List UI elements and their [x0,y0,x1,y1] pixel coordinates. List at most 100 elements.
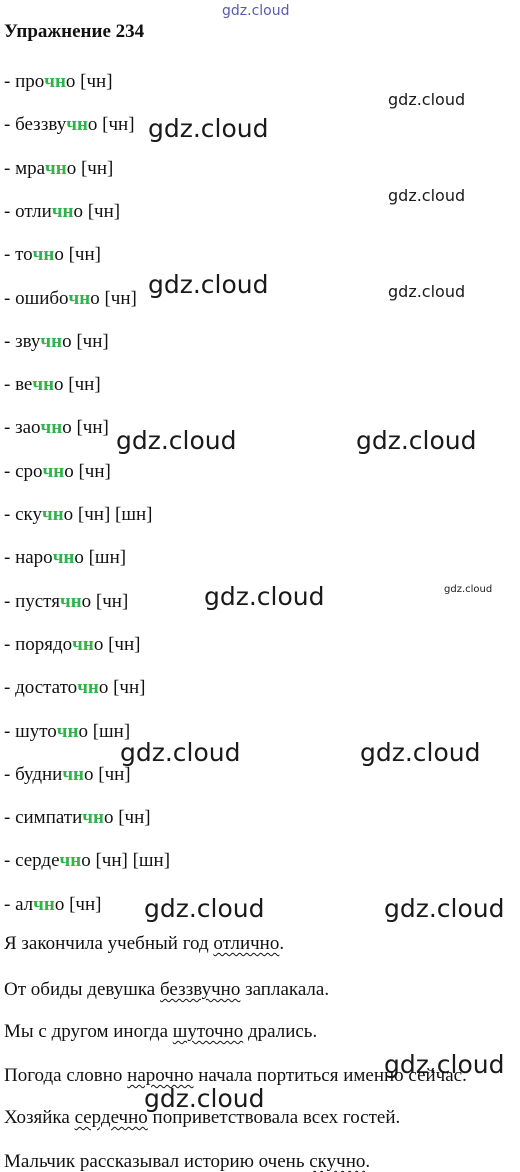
watermark: gdz.cloud [384,894,505,923]
word-highlight: чн [33,893,55,915]
underlined-adverb: нарочно [127,1065,194,1086]
word-prefix: - про [4,71,45,92]
word-highlight: чн [62,763,84,785]
word-item: - отлично [чн] [4,202,120,221]
watermark: gdz.cloud [384,1050,505,1079]
word-highlight: чн [32,244,55,266]
word-prefix: - зао [4,417,41,439]
word-item: - буднично [чн] [4,765,131,784]
word-item: - скучно [чн] [шн] [4,505,153,524]
word-suffix: о [шн] [74,547,127,569]
word-suffix: о [чн] [103,807,151,829]
word-suffix: о [чн] [65,71,113,92]
word-suffix: о [чн] [64,460,111,482]
word-suffix: о [чн] [54,893,102,915]
word-item: - вечно [чн] [4,375,101,394]
sentence: Мальчик рассказывал историю очень скучно… [4,1152,370,1171]
word-item: - шуточно [шн] [4,722,130,741]
word-item: - симпатично [чн] [4,808,151,827]
watermark: gdz.cloud [388,90,466,109]
watermark: gdz.cloud [144,894,265,923]
sentence-text: Мы с другом иногда [4,1021,173,1042]
word-item: - беззвучно [чн] [4,115,135,134]
word-prefix: - порядо [4,633,73,655]
underlined-adverb: скучно [309,1151,366,1172]
watermark: gdz.cloud [204,582,325,611]
underlined-adverb: отлично [213,933,280,954]
sentence-text: . [279,933,285,954]
word-highlight: чн [40,330,63,352]
underlined-adverb: беззвучно [159,979,241,1000]
sentence: Мы с другом иногда шуточно дрались. [4,1022,317,1041]
sentence-text: поприветствовала всех гостей. [147,1107,401,1128]
word-highlight: чн [40,417,63,439]
word-highlight: чн [41,504,64,525]
word-suffix: о [чн] [шн] [81,850,171,872]
word-prefix: - отли [4,200,52,222]
word-item: - нарочно [шн] [4,548,126,567]
word-prefix: - шуто [4,720,57,742]
word-prefix: - зву [4,330,41,352]
word-prefix: - беззву [4,114,67,136]
word-prefix: - серде [4,850,60,872]
word-suffix: о [чн] [93,633,141,655]
word-highlight: чн [82,807,104,829]
sentence-text: начала портиться именно сейчас. [193,1065,467,1086]
sentence-text: Погода словно [4,1065,128,1086]
word-suffix: о [чн] [84,763,131,785]
word-suffix: о [чн] [54,374,101,396]
word-highlight: чн [51,200,74,222]
word-item: - звучно [чн] [4,332,109,351]
word-item: - сердечно [чн] [шн] [4,851,170,870]
word-highlight: чн [59,850,82,872]
word-item: - порядочно [чн] [4,635,140,654]
watermark: gdz.cloud [444,584,493,595]
word-highlight: чн [59,590,82,612]
word-suffix: о [шн] [78,720,131,742]
sentence-text: Мальчик рассказывал историю очень [4,1151,310,1172]
sentence-text: заплакала. [240,979,330,1000]
watermark: gdz.cloud [148,114,269,143]
word-suffix: о [чн] [98,677,146,699]
word-suffix: о [чн] [87,114,135,136]
watermark: gdz.cloud [388,186,466,205]
sentence: Хозяйка сердечно поприветствовала всех г… [4,1108,400,1127]
word-item: - пустячно [чн] [4,592,128,611]
word-highlight: чн [32,374,55,396]
word-suffix: о [чн] [90,287,137,309]
watermark: gdz.cloud [388,282,466,301]
word-prefix: - то [4,244,33,266]
word-prefix: - ал [4,893,34,915]
word-prefix: - ску [4,504,42,525]
word-suffix: о [чн] [62,330,109,352]
word-item: - ошибочно [чн] [4,289,137,308]
word-suffix: о [чн] [66,157,114,179]
watermark-top: gdz.cloud [222,3,290,19]
word-prefix: - мра [4,157,46,179]
word-item: - алчно [чн] [4,895,101,914]
word-highlight: чн [72,633,94,655]
watermark: gdz.cloud [120,738,241,767]
sentence-text: Хозяйка [4,1107,75,1128]
word-highlight: чн [42,460,65,482]
sentence: От обиды девушка беззвучно заплакала. [4,980,329,999]
word-highlight: чн [56,720,79,742]
word-highlight: чн [52,547,75,569]
word-prefix: - достато [4,677,78,699]
sentence-text: дрались. [243,1021,318,1042]
sentence: Я закончила учебный год отлично. [4,934,284,953]
watermark: gdz.cloud [148,270,269,299]
watermark: gdz.cloud [116,426,237,455]
sentence-text: . [365,1151,371,1172]
watermark: gdz.cloud [356,426,477,455]
word-item: - прочно [чн] [4,72,113,91]
word-item: - достаточно [чн] [4,678,146,697]
word-prefix: - наро [4,547,53,569]
word-item: - заочно [чн] [4,418,109,437]
word-highlight: чн [66,114,88,136]
sentence: Погода словно нарочно начала портиться и… [4,1066,467,1085]
underlined-adverb: сердечно [74,1107,148,1128]
word-highlight: чн [77,677,99,699]
word-item: - срочно [чн] [4,462,111,481]
watermark: gdz.cloud [360,738,481,767]
